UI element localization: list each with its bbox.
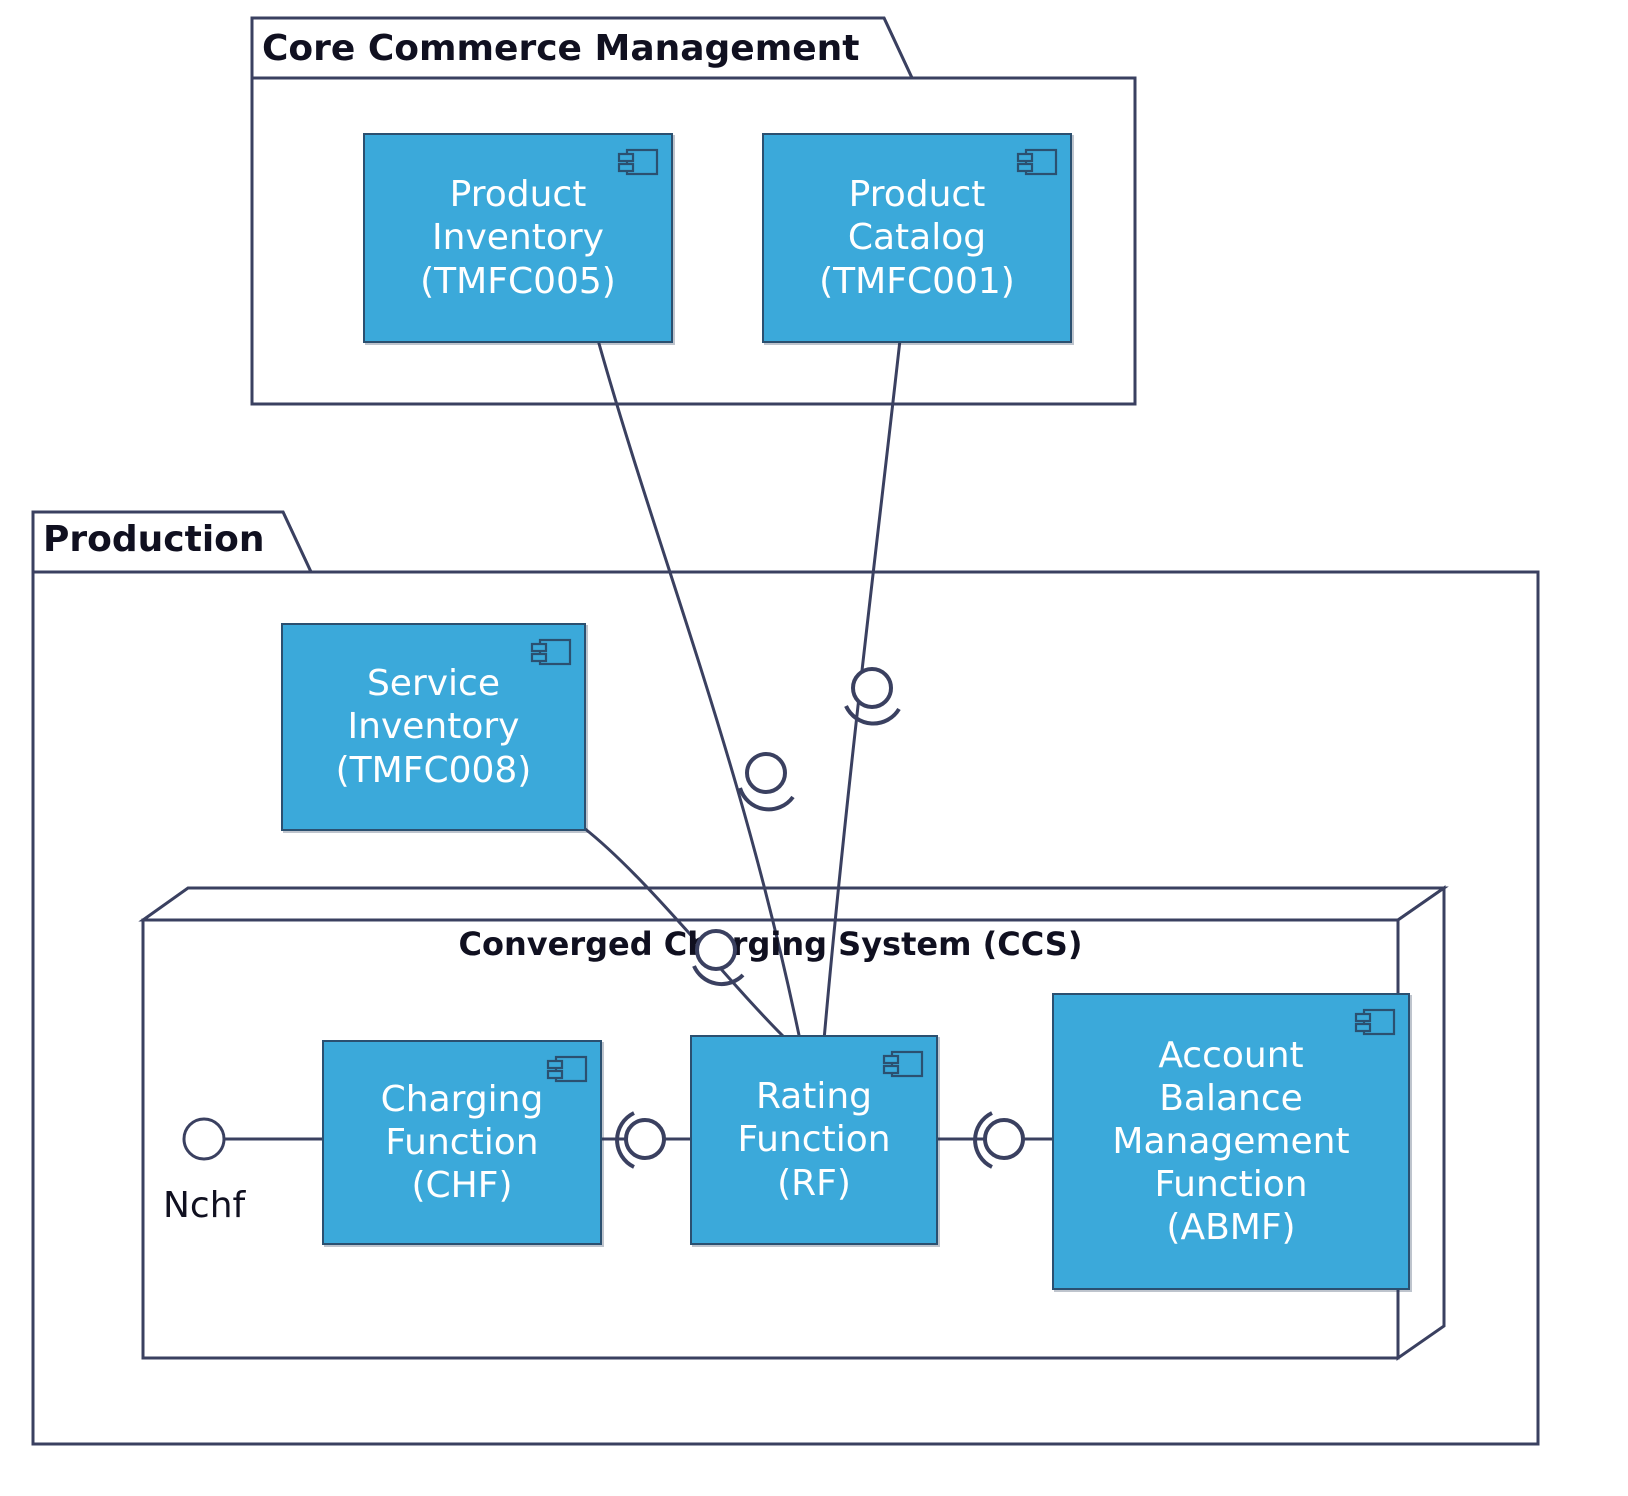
interface-ball-nchf[interactable] (182, 1117, 226, 1161)
component-rating-function[interactable]: Rating Function (RF) (690, 1035, 938, 1245)
component-account-balance-management-function[interactable]: Account Balance Management Function (ABM… (1052, 993, 1410, 1290)
component-label-abmf: Account Balance Management Function (ABM… (1112, 1034, 1350, 1249)
connector-lines (583, 339, 902, 1045)
component-label-product-catalog: Product Catalog (TMFC001) (819, 174, 1015, 302)
node-label-converged-charging-system: Converged Charging System (CCS) (458, 925, 1083, 963)
interface-socket-product-inventory-rf (738, 787, 795, 812)
interface-ball-product-inventory-rf (745, 752, 787, 794)
assembly-connector-product-catalog-rf[interactable] (844, 667, 901, 726)
interface-ball-product-catalog-rf (851, 667, 893, 709)
package-tab-core-commerce-management (250, 16, 915, 80)
component-service-inventory[interactable]: Service Inventory (TMFC008) (281, 623, 586, 831)
interface-socket-product-catalog-rf (844, 705, 901, 726)
assembly-connector-service-inventory-rf[interactable] (692, 929, 745, 987)
interface-ball-service-inventory-rf (695, 929, 737, 971)
connector-line-service-inventory-rf (583, 826, 792, 1045)
component-label-product-inventory: Product Inventory (TMFC005) (420, 174, 616, 302)
assembly-connector-chf-rf[interactable] (615, 1111, 666, 1169)
assembly-connector-rf-abmf[interactable] (973, 1111, 1025, 1169)
component-label-charging-function: Charging Function (CHF) (380, 1078, 544, 1207)
interface-ball-chf-rf (624, 1118, 666, 1160)
component-icon (546, 1055, 588, 1083)
interface-ball-rf-abmf (983, 1118, 1025, 1160)
connector-line-product-inventory-rf (596, 339, 802, 1041)
interface-label-nchf: Nchf (163, 1185, 246, 1226)
component-icon (530, 638, 572, 666)
component-product-catalog[interactable]: Product Catalog (TMFC001) (762, 133, 1072, 343)
package-tab-production (31, 510, 314, 574)
component-icon (882, 1050, 924, 1078)
component-label-service-inventory: Service Inventory (TMFC008) (335, 663, 532, 791)
package-label-production: Production (43, 519, 265, 560)
component-icon (617, 148, 659, 176)
component-label-rating-function: Rating Function (RF) (737, 1076, 891, 1204)
component-product-inventory[interactable]: Product Inventory (TMFC005) (363, 133, 673, 343)
assembly-connector-product-inventory-rf[interactable] (738, 752, 795, 812)
component-icon (1016, 148, 1058, 176)
component-icon (1354, 1008, 1396, 1036)
interface-socket-rf-abmf (973, 1111, 993, 1169)
component-charging-function[interactable]: Charging Function (CHF) (322, 1040, 602, 1245)
connector-line-product-catalog-rf (822, 339, 902, 1041)
interface-socket-service-inventory-rf (692, 965, 745, 987)
package-label-core-commerce-management: Core Commerce Management (262, 28, 860, 69)
interface-socket-chf-rf (615, 1111, 635, 1169)
